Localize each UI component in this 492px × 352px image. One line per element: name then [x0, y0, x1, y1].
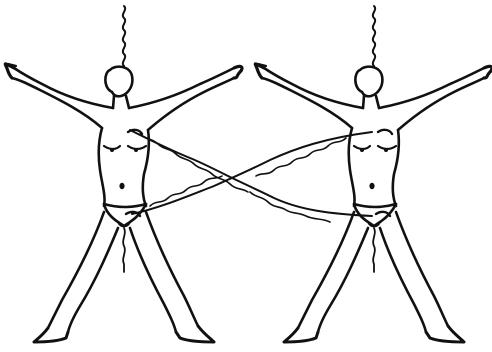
human-figure-icon	[255, 6, 492, 342]
crossing-cord-icon	[130, 130, 372, 222]
human-figure-icon	[5, 6, 242, 342]
